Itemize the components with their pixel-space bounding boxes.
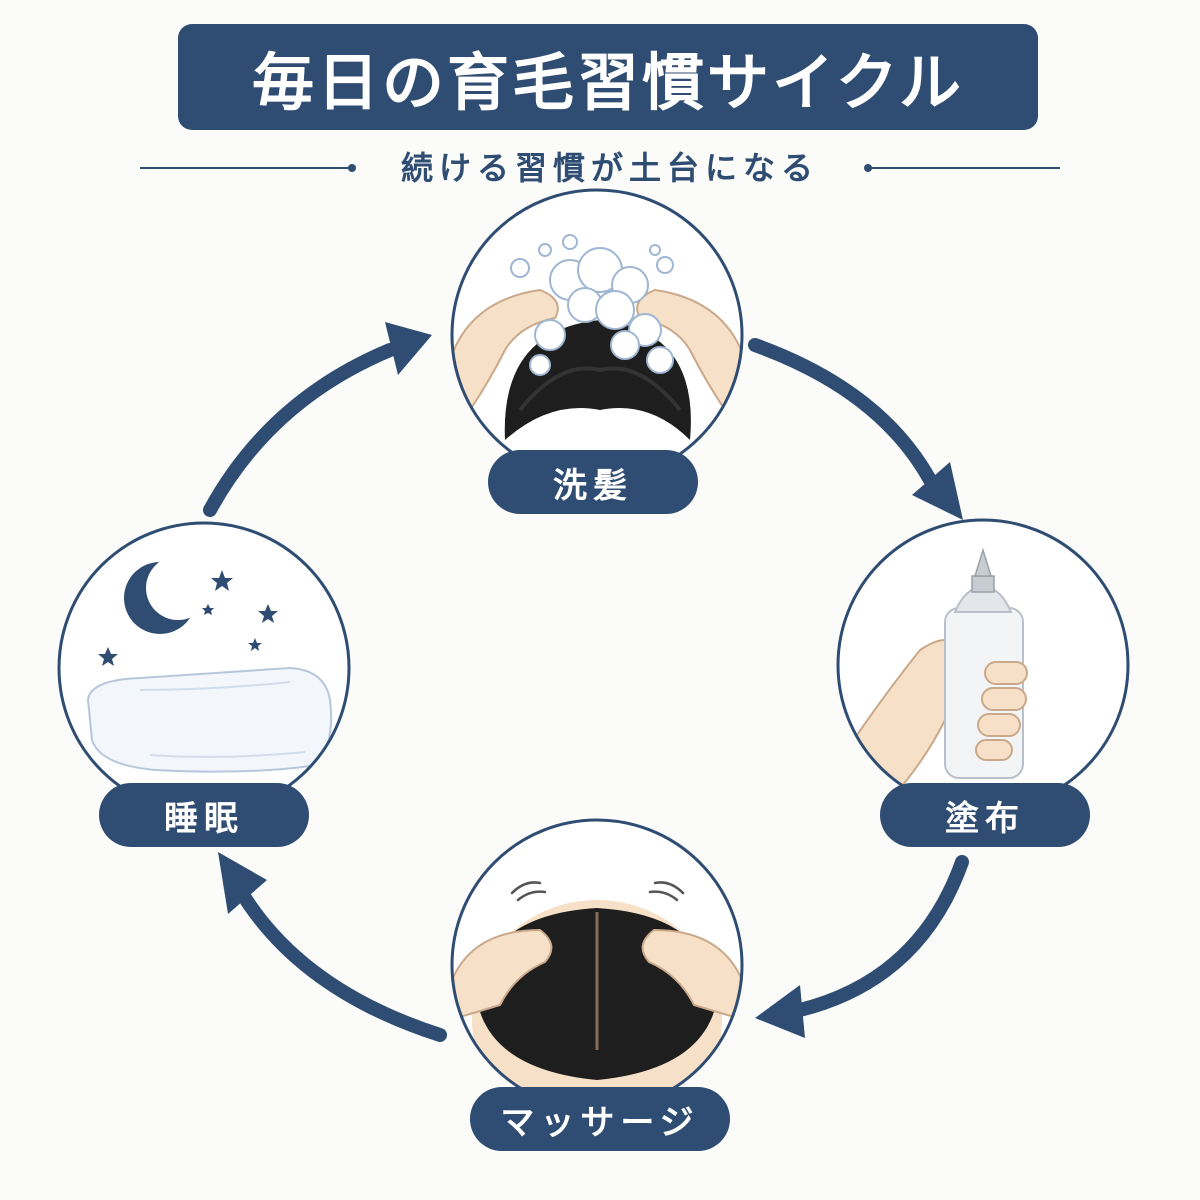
subtitle: 続ける習慣が土台になる	[400, 149, 819, 187]
subtitle-dot-left	[348, 164, 356, 172]
step-label-massage: マッサージ	[470, 1087, 730, 1151]
shampoo-scalp-icon	[450, 188, 744, 482]
arrow-bottom-to-left	[218, 852, 447, 1042]
subtitle-dot-right	[864, 164, 872, 172]
subtitle-line-left	[140, 167, 350, 169]
moon-pillow-icon	[57, 521, 351, 815]
step-label-sleep: 睡眠	[99, 783, 309, 847]
step-label-shampoo: 洗髪	[488, 450, 698, 514]
subtitle-row: 続ける習慣が土台になる	[140, 145, 1060, 191]
tonic-bottle-icon	[836, 518, 1130, 812]
title-banner: 毎日の育毛習慣サイクル	[178, 24, 1038, 130]
page-title: 毎日の育毛習慣サイクル	[252, 46, 964, 119]
arrow-left-to-top	[203, 322, 432, 517]
step-label-apply: 塗布	[880, 783, 1090, 847]
subtitle-line-right	[870, 167, 1060, 169]
scalp-massage-icon	[450, 818, 744, 1112]
arrow-top-to-right	[748, 338, 963, 520]
arrow-right-to-bottom	[755, 855, 969, 1038]
